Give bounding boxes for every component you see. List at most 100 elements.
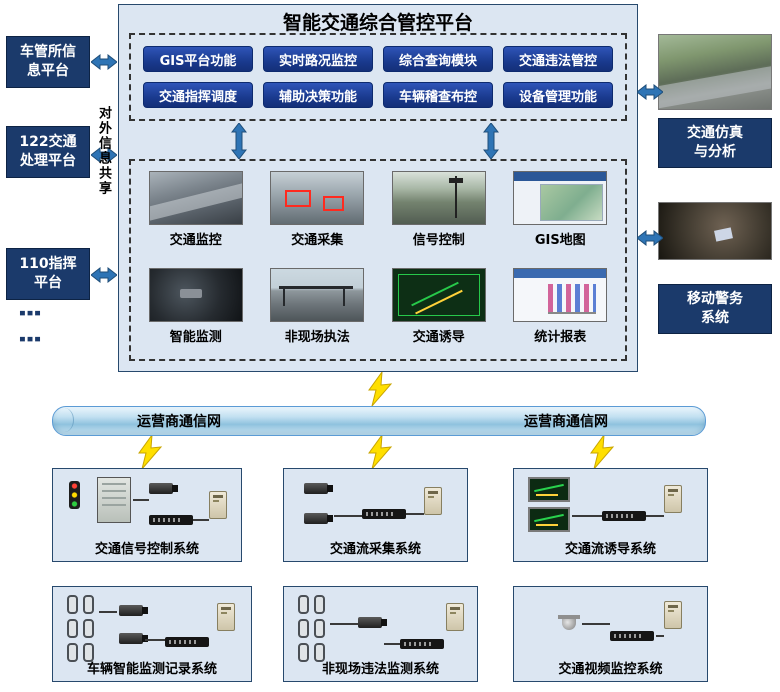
cctv-camera-icon — [149, 483, 178, 494]
function-button-query: 综合查询模块 — [383, 46, 493, 72]
subsystem-label: 非现场执法 — [284, 330, 350, 345]
photo-offsite-enforcement — [270, 268, 365, 322]
subsystem-label: 信号控制 — [412, 233, 465, 248]
system-offsite-violation-monitoring: 非现场违法监测系统 — [283, 586, 478, 682]
system-traffic-flow-guidance: 交通流诱导系统 — [513, 468, 708, 562]
bidirectional-arrow-icon — [483, 123, 499, 159]
cctv-camera-icon — [358, 617, 387, 628]
subsystem-cell: 统计报表 — [500, 268, 622, 355]
external-info-sharing-label: 对外信息共享 — [96, 106, 111, 196]
subsystem-cell: 交通采集 — [257, 171, 379, 258]
function-button-vehicle-check: 车辆稽查布控 — [383, 82, 493, 108]
subsystem-label: 统计报表 — [534, 330, 587, 345]
subsystem-cell: 非现场执法 — [257, 268, 379, 355]
cable-wire — [646, 515, 664, 517]
system-label: 交通信号控制系统 — [94, 542, 199, 557]
server-icon — [446, 603, 464, 631]
left-platform-122-traffic: 122交通处理平台 — [6, 126, 90, 178]
system-traffic-signal-control: 交通信号控制系统 — [52, 468, 242, 562]
system-vehicle-smart-monitoring: 车辆智能监测记录系统 — [52, 586, 252, 682]
function-button-device-mgmt: 设备管理功能 — [503, 82, 613, 108]
server-icon — [664, 485, 682, 513]
traffic-signal-icon — [69, 481, 80, 509]
vehicle-detector-icon — [298, 619, 309, 638]
server-icon — [664, 601, 682, 629]
function-button-realtime-road: 实时路况监控 — [263, 46, 373, 72]
led-guidance-board-icon — [528, 507, 570, 532]
vehicle-detector-icon — [298, 595, 309, 614]
lightning-link-icon — [368, 372, 393, 406]
lightning-link-icon — [138, 435, 163, 469]
right-platform-mobile-police: 移动警务系统 — [658, 284, 772, 334]
vehicle-detector-icon — [314, 619, 325, 638]
subsystem-cell: 交通监控 — [135, 171, 257, 258]
cctv-camera-icon — [304, 483, 333, 494]
photo-traffic-simulation — [658, 34, 772, 110]
cable-wire — [334, 515, 362, 517]
lightning-link-icon — [590, 435, 615, 469]
bidirectional-arrow-icon — [637, 84, 663, 100]
system-label: 非现场违法监测系统 — [321, 662, 439, 677]
function-button-gis: GIS平台功能 — [143, 46, 253, 72]
vehicle-detector-icon — [314, 643, 325, 662]
photo-mobile-police — [658, 202, 772, 260]
right-platform-simulation: 交通仿真与分析 — [658, 118, 772, 168]
vehicle-detector-icon — [314, 595, 325, 614]
server-icon — [209, 491, 227, 519]
bidirectional-arrow-icon — [231, 123, 247, 159]
network-switch-icon — [602, 511, 646, 521]
cctv-camera-icon — [119, 605, 148, 616]
led-guidance-board-icon — [528, 477, 570, 502]
cable-wire — [384, 643, 400, 645]
bidirectional-arrow-icon — [91, 147, 117, 163]
network-switch-icon — [400, 639, 444, 649]
bidirectional-arrow-icon — [637, 230, 663, 246]
bidirectional-arrow-icon — [91, 267, 117, 283]
cctv-camera-icon — [119, 633, 148, 644]
network-switch-icon — [165, 637, 209, 647]
subsystem-gallery: 交通监控 交通采集 信号控制 GIS地图 智能监测 非现场执法 交通诱导 统计报… — [129, 159, 627, 361]
bidirectional-arrow-icon — [91, 54, 117, 70]
platform-title: 智能交通综合管控平台 — [282, 12, 473, 34]
left-platform-110-command: 110指挥平台 — [6, 248, 90, 300]
subsystem-label: 交通监控 — [169, 233, 222, 248]
photo-statistics-report — [513, 268, 608, 322]
vehicle-detector-icon — [67, 619, 78, 638]
cable-wire — [406, 513, 424, 515]
platform-panel: 智能交通综合管控平台 GIS平台功能 实时路况监控 综合查询模块 交通违法管控 … — [118, 4, 638, 372]
dome-camera-icon — [558, 615, 580, 632]
lightning-link-icon — [368, 435, 393, 469]
system-label: 交通视频监控系统 — [558, 662, 663, 677]
photo-traffic-monitoring — [148, 171, 243, 225]
network-switch-icon — [149, 515, 193, 525]
carrier-network-label-right: 运营商通信网 — [524, 414, 608, 430]
network-switch-icon — [610, 631, 654, 641]
cable-wire — [145, 639, 165, 641]
left-platform-vehicle-admin-label: 车管所信息平台 — [20, 44, 76, 79]
system-label: 车辆智能监测记录系统 — [86, 662, 217, 677]
cable-wire — [572, 515, 602, 517]
right-platform-simulation-label: 交通仿真与分析 — [687, 125, 743, 160]
server-icon — [217, 603, 235, 631]
system-traffic-flow-collection: 交通流采集系统 — [283, 468, 468, 562]
vehicle-detector-icon — [67, 643, 78, 662]
vehicle-detector-icon — [298, 643, 309, 662]
photo-traffic-guidance — [391, 268, 486, 322]
photo-signal-control — [391, 171, 486, 225]
cable-wire — [582, 623, 610, 625]
system-label: 交通流诱导系统 — [564, 542, 656, 557]
subsystem-label: GIS地图 — [534, 233, 586, 248]
subsystem-cell: 智能监测 — [135, 268, 257, 355]
function-button-decision: 辅助决策功能 — [263, 82, 373, 108]
more-platforms-ellipsis: ⋮⋮ — [14, 300, 44, 352]
cable-wire — [133, 499, 149, 501]
server-icon — [424, 487, 442, 515]
vehicle-detector-icon — [83, 619, 94, 638]
photo-gis-map — [513, 171, 608, 225]
vehicle-detector-icon — [83, 643, 94, 662]
function-button-violation: 交通违法管控 — [503, 46, 613, 72]
cable-wire — [193, 519, 209, 521]
system-label: 交通流采集系统 — [329, 542, 421, 557]
function-button-dispatch: 交通指挥调度 — [143, 82, 253, 108]
